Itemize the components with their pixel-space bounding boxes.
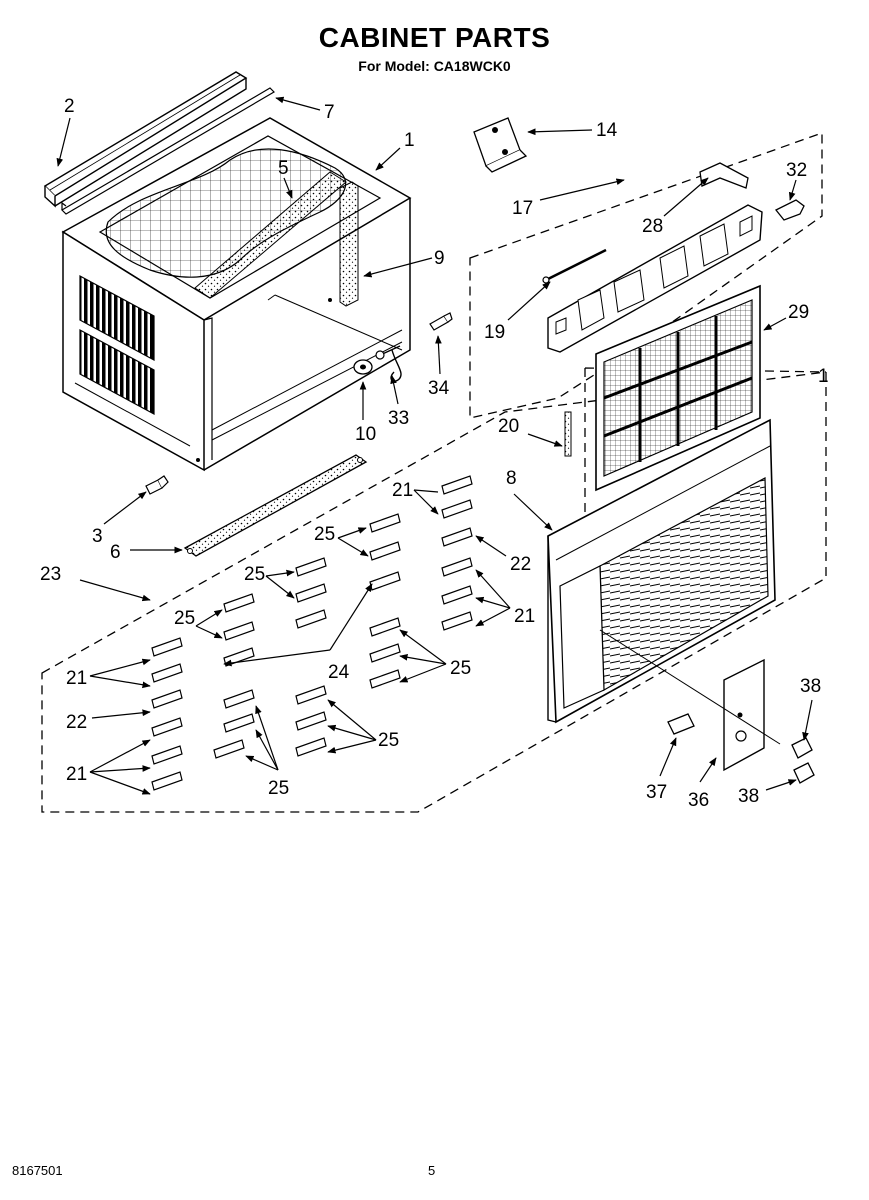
callout-38-bottom: 38 [738,786,759,807]
knob-part-upper [791,737,813,759]
callout-17: 17 [512,198,533,219]
callout-5: 5 [278,158,289,179]
callout-22-right: 22 [510,554,531,575]
lower-group-dashed-outline [41,371,827,813]
clip-part [375,345,402,382]
air-filter-part [595,284,761,492]
callout-29: 29 [788,302,809,323]
model-subtitle: For Model: CA18WCK0 [358,58,511,74]
leader-lines [56,96,813,795]
seal-strip-part [61,87,275,215]
callout-34: 34 [428,378,450,399]
page-number: 5 [428,1163,436,1178]
callout-25-a: 25 [314,524,335,545]
cabinet-shell [61,117,412,472]
callout-28: 28 [642,216,663,237]
callout-21-left-top: 21 [66,668,87,689]
callout-32: 32 [786,160,807,181]
sill-strip-part [183,454,368,557]
callout-25-c: 25 [174,608,195,629]
callout-1-front: 1 [818,366,829,387]
knob-part-lower [793,762,815,784]
callout-1: 1 [404,130,415,151]
callout-6: 6 [110,542,121,563]
callout-25-d: 25 [450,658,471,679]
callout-25-e: 25 [378,730,399,751]
block-part-37 [667,713,695,735]
bracket-part [473,117,528,173]
callout-38-top: 38 [800,676,821,697]
seal-clip-tiles [151,475,473,791]
callout-37: 37 [646,782,667,803]
callout-25-f: 25 [268,778,289,799]
callout-3: 3 [92,526,103,547]
top-rail-part [43,71,248,208]
callout-19: 19 [484,322,505,343]
rod-part-19 [542,248,607,284]
page-title: CABINET PARTS [318,22,551,53]
callout-20: 20 [498,416,519,437]
callout-21-left-bottom: 21 [66,764,87,785]
clip-part-32 [774,199,805,221]
callout-10: 10 [355,424,376,445]
document-number: 8167501 [12,1163,63,1178]
callout-33: 33 [388,408,409,429]
control-panel-bracket [547,204,763,353]
callout-21-right: 21 [514,606,535,627]
front-grille-part [547,418,776,724]
callout-9: 9 [434,248,445,269]
callout-22-left: 22 [66,712,87,733]
screw-part-3 [145,475,169,495]
callout-36: 36 [688,790,709,811]
callout-21-top: 21 [392,480,413,501]
callout-25-b: 25 [244,564,265,585]
callout-2: 2 [64,96,75,117]
strip-part-20 [564,411,572,457]
callout-24: 24 [328,662,350,683]
callout-14: 14 [596,120,618,141]
callout-8: 8 [506,468,517,489]
control-plate-part [723,658,765,772]
screw-part-34 [429,312,453,331]
callout-7: 7 [324,102,335,123]
grommet-part [353,359,373,375]
switch-part-28 [699,162,749,189]
callout-23: 23 [40,564,61,585]
